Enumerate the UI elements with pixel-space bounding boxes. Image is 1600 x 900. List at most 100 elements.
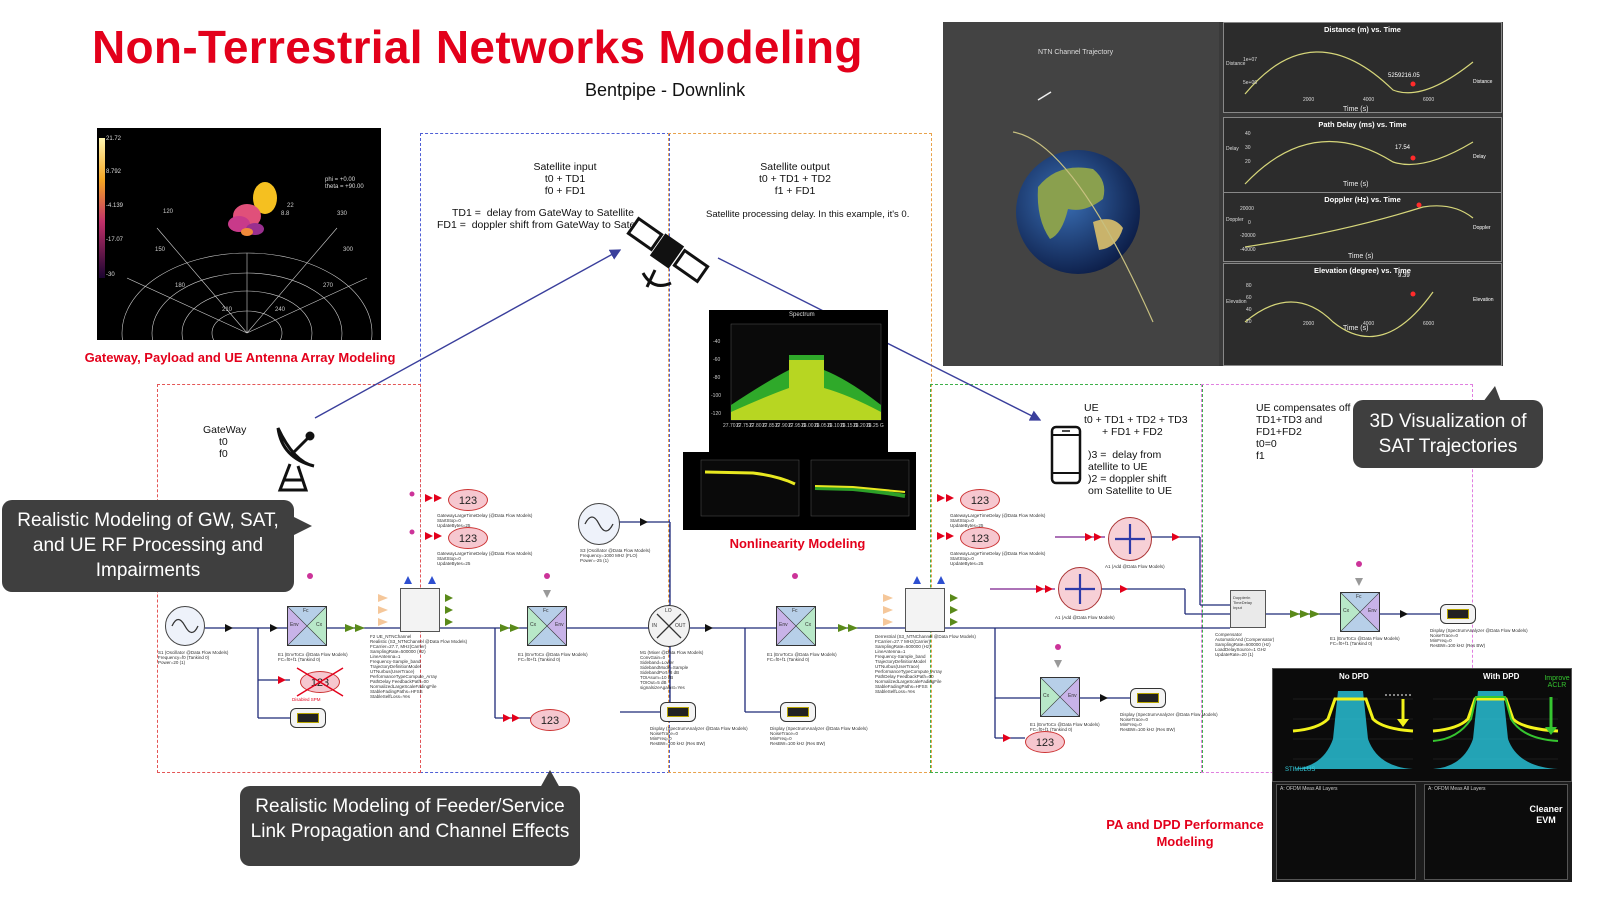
angle-label: 270: [323, 283, 334, 289]
ue-comp-line: UE compensates off: [1256, 402, 1351, 414]
plot-ylabel: Delay: [1226, 146, 1239, 152]
plus-icon: [1115, 524, 1145, 554]
plot-xlabel: Time (s): [1348, 253, 1374, 260]
compensator-block[interactable]: DopplerIn TimeDelay Input: [1230, 590, 1266, 628]
spectrum-ytick: -40: [713, 339, 721, 345]
sine-wave-icon: [584, 516, 614, 532]
callout-feeder-link: Realistic Modeling of Feeder/Service Lin…: [240, 770, 580, 866]
spectrum-analyzer-probe[interactable]: [660, 702, 696, 722]
counter-badge[interactable]: 123: [448, 527, 488, 549]
spectrum-title: Spectrum: [789, 312, 815, 318]
counter-badge[interactable]: 123: [448, 489, 488, 511]
plot-ytick: 20: [1245, 159, 1251, 165]
plot-ytick: -20000: [1240, 233, 1256, 239]
fc-label: Fc: [1356, 594, 1362, 600]
gateway-time: t0: [219, 436, 228, 448]
gw-ntn-channel[interactable]: [400, 588, 440, 632]
sat-output-time: t0 + TD1 + TD2: [759, 173, 831, 185]
ntn-channel-params: F2 UE_NTNChannel Realistic (S3_NTNChanne…: [370, 634, 468, 699]
spectrum-analyzer-probe[interactable]: [1130, 688, 1166, 708]
converter-params: E1 (EnvToCx @Data Flow Models) FC=f0+f1 …: [278, 652, 348, 662]
adder-params: A1 (Add @Data Flow Models): [1055, 615, 1115, 620]
cx-label: Cx: [805, 622, 812, 628]
mixer-x-icon: [656, 613, 682, 639]
spectrum-xtick: 28.20 G: [853, 423, 871, 429]
ue-final-converter[interactable]: Fc Cx Env: [1340, 592, 1380, 632]
nonlinearity-plots: [683, 452, 916, 530]
satellite-icon: [626, 216, 710, 288]
counter-badge[interactable]: 123: [1025, 731, 1065, 753]
scope-params: Display (SpectrumAnalyzer @Data Flow Mod…: [650, 726, 748, 746]
cx-label: Cx: [316, 622, 323, 628]
disabled-cross-icon: [296, 667, 344, 697]
spectrum-ytick: -120: [711, 411, 722, 417]
gw-upconverter[interactable]: Fc Env Cx: [287, 606, 327, 646]
sine-wave-icon: [171, 618, 199, 634]
sat-input-time: t0 + TD1: [544, 173, 586, 185]
env-label: Env: [555, 622, 564, 628]
in-label: IN: [652, 623, 657, 629]
callout-text: 3D Visualization of SAT Trajectories: [1369, 411, 1527, 457]
converter-graphic: [527, 606, 567, 646]
plot-xlabel: Time (s): [1343, 181, 1369, 188]
ue-comp-line: t0=0: [1256, 438, 1277, 450]
elevation-plot: Elevation (degree) vs. Time: [1223, 263, 1502, 366]
ue-adder-2[interactable]: [1058, 567, 1102, 611]
ue-time: t0 + TD1 + TD2 + TD3: [1084, 414, 1188, 426]
ue-downconverter[interactable]: Cx Env: [1040, 677, 1080, 717]
radial-label: 8.8: [281, 211, 290, 217]
plot-ytick: 80: [1246, 283, 1252, 289]
sat-downconverter[interactable]: Fc Cx Env: [527, 606, 567, 646]
plot-xtick: 4000: [1363, 97, 1375, 103]
counter-badge[interactable]: 123: [530, 709, 570, 731]
lo-mixer[interactable]: LO IN OUT: [648, 605, 690, 647]
counter-params: GatewayLargeTimeDelay (@Data Flow Models…: [950, 551, 1046, 566]
fc-label: Fc: [303, 608, 309, 614]
lo-label: LO: [665, 608, 672, 614]
converter-graphic: [1040, 677, 1080, 717]
gw-oscillator[interactable]: [165, 606, 205, 646]
spectrum-xtick: 28.00 G: [801, 423, 819, 429]
page-subtitle: Bentpipe - Downlink: [585, 80, 746, 100]
spectrum-analyzer-probe[interactable]: [1440, 604, 1476, 624]
constellation-title: A: OFDM Meas All Layers: [1280, 786, 1338, 792]
ue-phone-icon: [1050, 425, 1082, 485]
spectrum-xtick: 28.15 G: [840, 423, 858, 429]
ue-adder-1[interactable]: [1108, 517, 1152, 561]
scope-params: Display (SpectrumAnalyzer @Data Flow Mod…: [1120, 712, 1218, 732]
legend-label: Distance: [1473, 79, 1493, 85]
dpd-graphic: [1292, 691, 1559, 769]
plot-ytick: 20: [1246, 319, 1252, 325]
angle-label: 180: [175, 283, 186, 289]
colorbar-tick: 8.792: [106, 169, 122, 175]
ue-desc: om Satellite to UE: [1088, 485, 1173, 497]
ue-desc: )3 = delay from: [1088, 449, 1162, 461]
plot-ylabel: Distance: [1226, 61, 1246, 67]
spectrum-analyzer-probe[interactable]: [290, 708, 326, 728]
ue-name: UE: [1084, 402, 1099, 414]
ue-ntn-channel[interactable]: [905, 588, 945, 632]
spectrum-ytick: -80: [713, 375, 721, 381]
dpd-performance-panel: No DPD With DPD Improve ACLR STIMULUS: [1272, 668, 1572, 782]
converter-params: E1 (EnvToCx @Data Flow Models) FC=f0+f1 …: [1030, 722, 1100, 732]
env-label: Env: [290, 622, 299, 628]
distance-plot: Distance (m) vs. Time: [1223, 22, 1502, 113]
converter-params: E1 (EnvToCx @Data Flow Models) FC=f0+f1 …: [767, 652, 837, 662]
cx-label: Cx: [1043, 693, 1050, 699]
angle-label: 240: [275, 307, 286, 313]
compensator-params: Compensator AutomaticAnd (Compensator) S…: [1215, 632, 1275, 657]
spectrum-xtick: 27.85 G: [762, 423, 780, 429]
sat-input-heading: Satellite input: [533, 161, 597, 173]
sat-upconverter[interactable]: Fc Env Cx: [776, 606, 816, 646]
sat-output-desc: Satellite processing delay. In this exam…: [706, 209, 910, 220]
lo-oscillator[interactable]: [578, 503, 620, 545]
spectrum-xtick: 28.25 G: [866, 423, 884, 429]
distance-marker: 5259216.05: [1388, 73, 1420, 79]
spectrum-xtick: 27.95 G: [788, 423, 806, 429]
counter-badge[interactable]: 123: [960, 489, 1000, 511]
counter-badge[interactable]: 123: [960, 527, 1000, 549]
spectrum-analyzer-probe[interactable]: [780, 702, 816, 722]
ue-freq: + FD1 + FD2: [1102, 426, 1163, 438]
fc-label: Fc: [792, 608, 798, 614]
callout-tail: [292, 516, 312, 536]
